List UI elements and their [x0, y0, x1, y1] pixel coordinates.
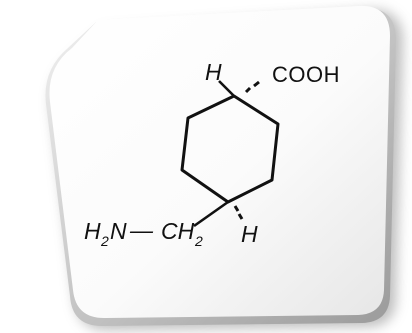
bottom-hashed-bond: [233, 205, 244, 220]
carboxyl-label: COOH: [272, 62, 340, 87]
top-hydrogen-label: H: [205, 59, 222, 85]
methylene-subscript: 2: [194, 233, 203, 249]
bottom-ch2-bond: [193, 200, 229, 228]
top-ch-bond: [218, 80, 235, 97]
amino-subscript: 2: [100, 233, 109, 249]
amino-h-label: H: [84, 218, 101, 244]
card-face: [49, 5, 390, 319]
amino-n-label: N: [110, 218, 127, 244]
n-c-bond-dash: —: [129, 217, 154, 243]
methylene-label: CH: [161, 218, 195, 244]
bottom-hydrogen-label: H: [241, 221, 258, 247]
top-hashed-bond: [244, 80, 260, 94]
